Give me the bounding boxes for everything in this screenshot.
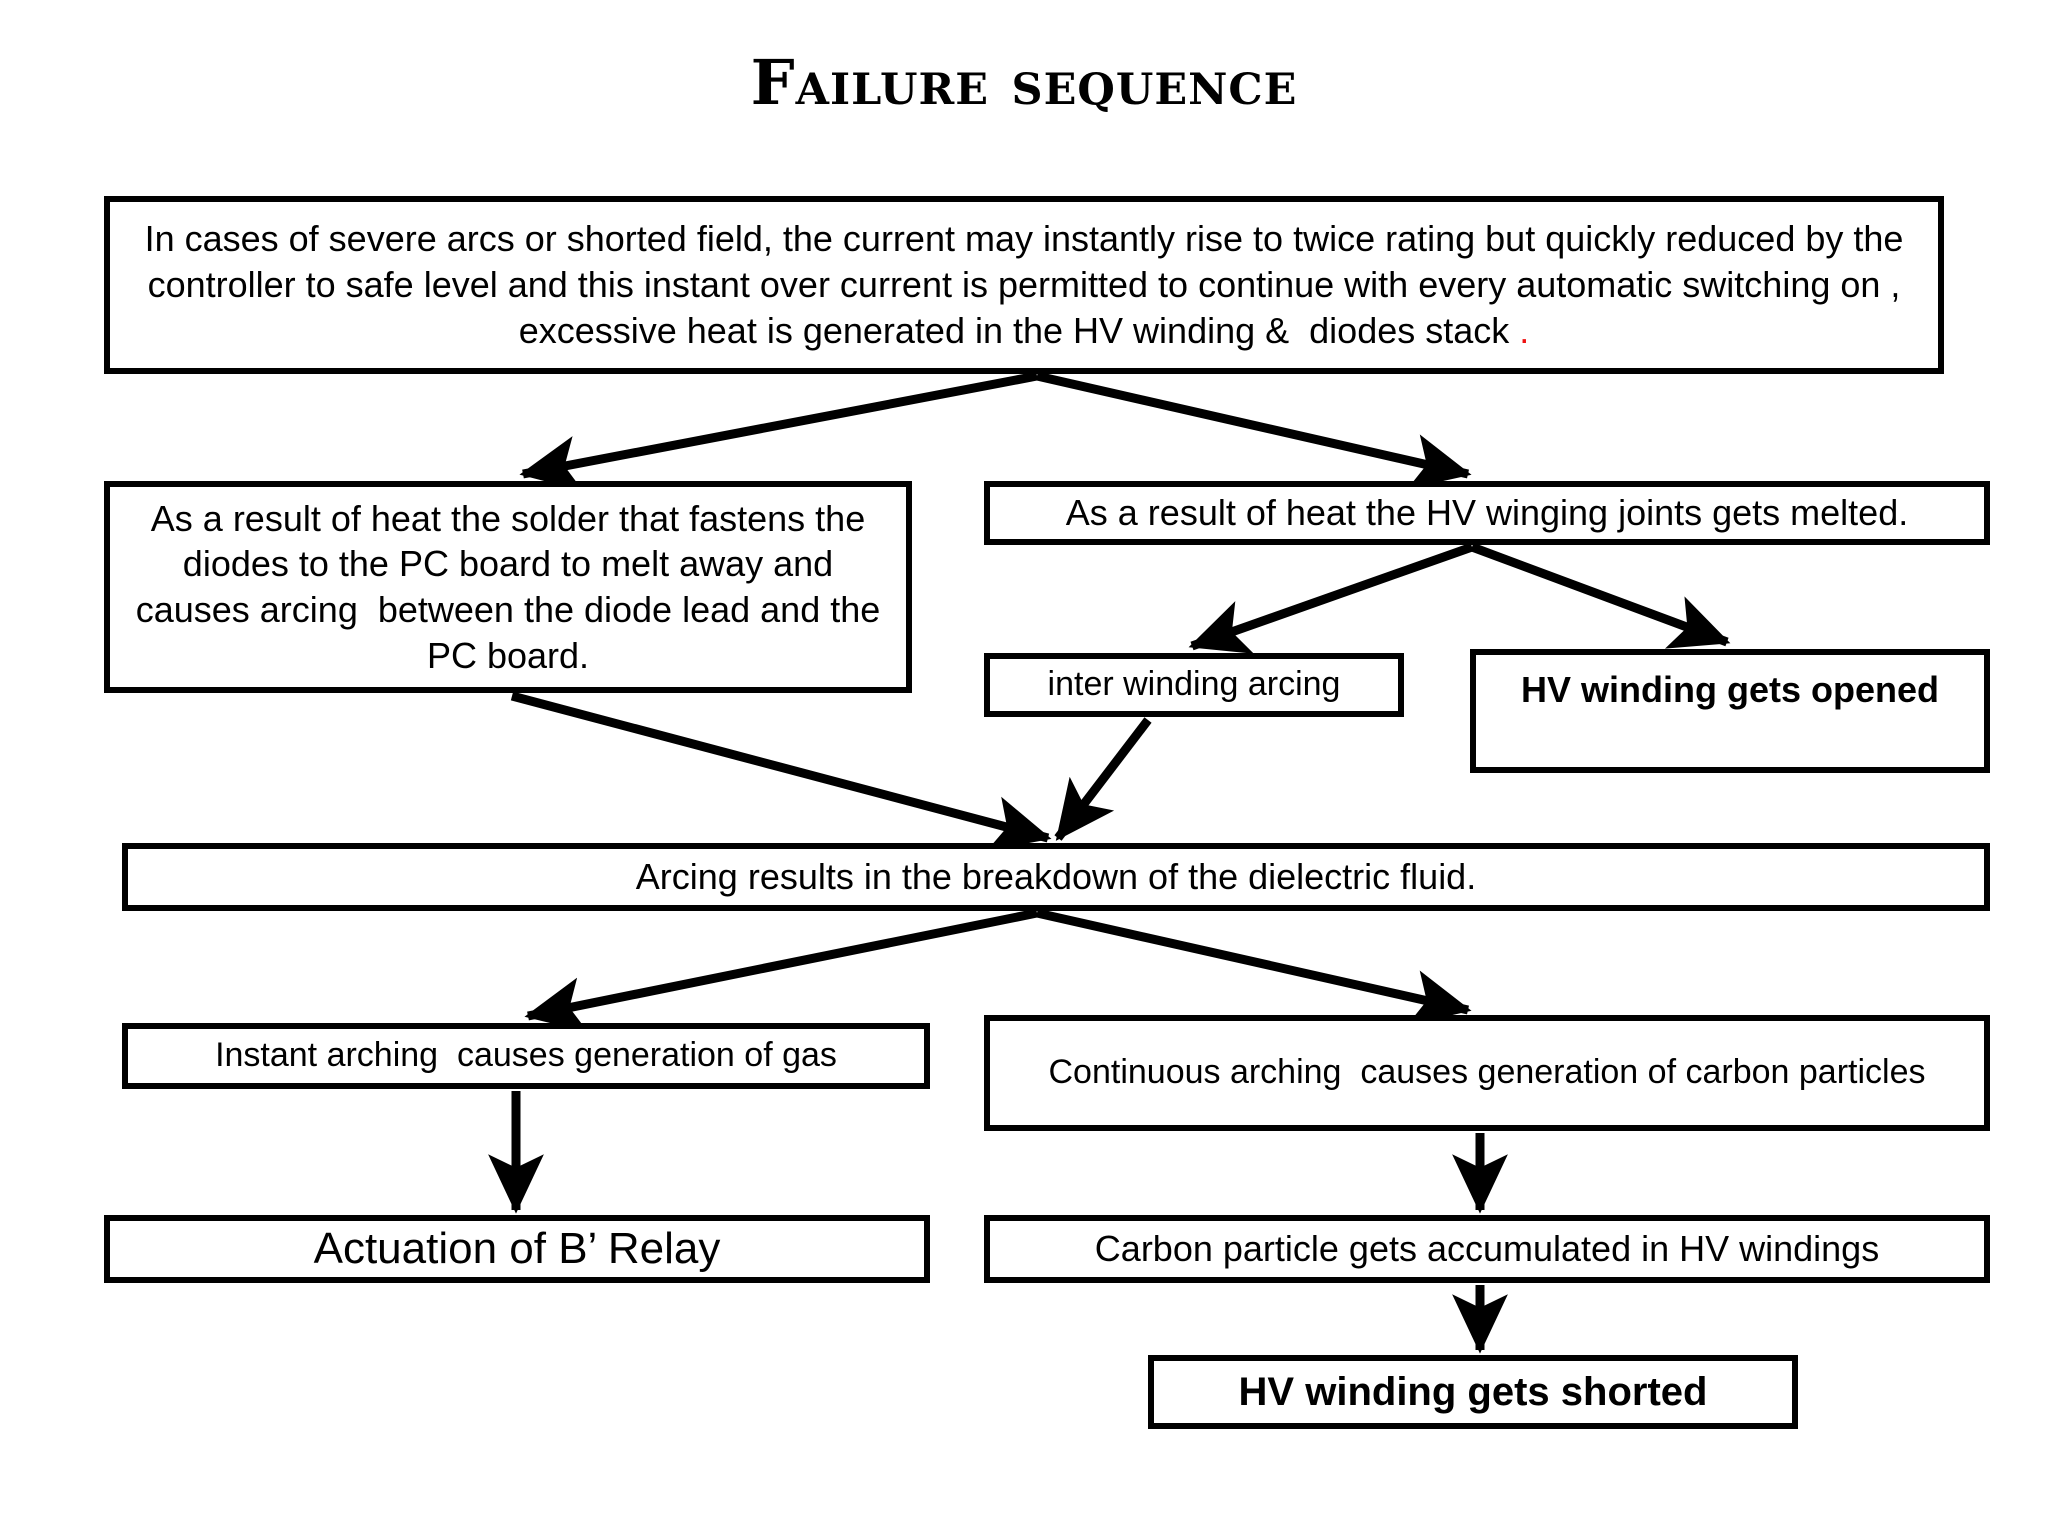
node-relay-actuation-label: Actuation of B’ Relay	[313, 1224, 721, 1274]
node-relay-actuation: Actuation of B’ Relay	[104, 1215, 930, 1283]
edge-dielectric-to-carbon	[1036, 908, 1472, 1025]
edge-overheat-to-solder	[519, 371, 1038, 491]
node-overheat-description: In cases of severe arcs or shorted field…	[104, 196, 1944, 374]
node-carbon-accumulated-label: Carbon particle gets accumulated in HV w…	[1094, 1228, 1880, 1270]
node-continuous-arching-carbon: Continuous arching causes generation of …	[984, 1015, 1990, 1131]
edge-dielectric-to-gas	[524, 908, 1038, 1033]
node-hv-joints-melted: As a result of heat the HV winging joint…	[984, 481, 1990, 545]
page-title: Failure sequence	[750, 46, 1298, 119]
node-dielectric-breakdown: Arcing results in the breakdown of the d…	[122, 843, 1990, 911]
node-solder-melt-label: As a result of heat the solder that fast…	[135, 497, 891, 676]
edge-joints-to-opened	[1470, 542, 1731, 649]
node-carbon-accumulated: Carbon particle gets accumulated in HV w…	[984, 1215, 1990, 1283]
overheat-main-text: In cases of severe arcs or shorted field…	[144, 218, 1914, 351]
node-inter-winding-arcing: inter winding arcing	[984, 653, 1404, 717]
edge-interwinding-to-dielectric	[1054, 717, 1152, 841]
node-solder-melt: As a result of heat the solder that fast…	[104, 481, 912, 693]
edge-solder-to-dielectric	[510, 691, 1052, 851]
node-instant-arching-gas: Instant arching causes generation of gas	[122, 1023, 930, 1089]
edge-overheat-to-joints	[1036, 371, 1472, 489]
node-hv-winding-opened: HV winding gets opened	[1470, 649, 1990, 773]
overheat-red-period: .	[1519, 309, 1530, 351]
node-continuous-arching-carbon-label: Continuous arching causes generation of …	[1048, 1053, 1926, 1092]
node-hv-winding-shorted-label: HV winding gets shorted	[1238, 1369, 1708, 1414]
node-hv-winding-shorted: HV winding gets shorted	[1148, 1355, 1798, 1429]
node-dielectric-breakdown-label: Arcing results in the breakdown of the d…	[635, 856, 1477, 898]
node-inter-winding-arcing-label: inter winding arcing	[1047, 665, 1341, 704]
edge-joints-to-interwinding	[1188, 542, 1474, 654]
node-hv-winding-opened-label: HV winding gets opened	[1520, 669, 1939, 710]
node-instant-arching-gas-label: Instant arching causes generation of gas	[215, 1036, 837, 1075]
node-hv-joints-melted-label: As a result of heat the HV winging joint…	[1065, 492, 1909, 534]
